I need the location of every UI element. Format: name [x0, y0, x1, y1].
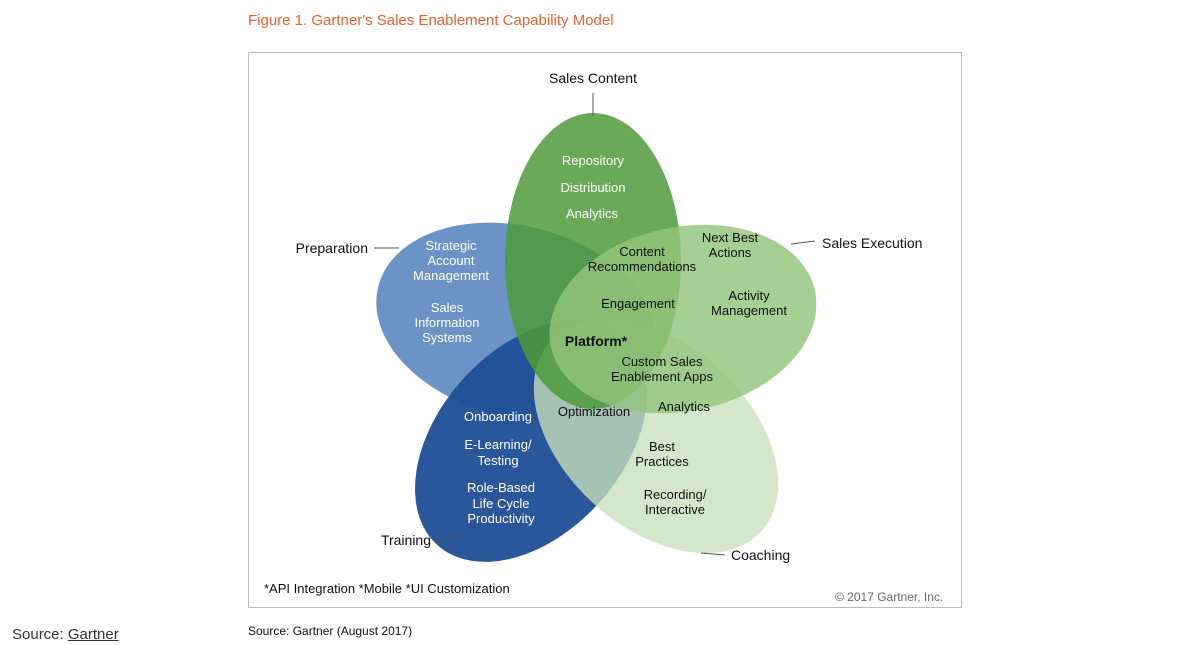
- source-caption: Source: Gartner (August 2017): [248, 624, 413, 638]
- label-training: Training: [381, 532, 431, 548]
- coaching-item: Interactive: [645, 502, 705, 517]
- leader-line-sales-execution: [790, 240, 816, 245]
- training-item: Testing: [477, 453, 518, 468]
- footnote: *API Integration *Mobile *UI Customizati…: [264, 581, 510, 596]
- preparation-item: Management: [413, 268, 489, 283]
- center-item: Enablement Apps: [611, 369, 713, 384]
- training-item: E-Learning/: [464, 437, 532, 452]
- petal-sales-execution: [549, 224, 817, 414]
- sales-content-item: Repository: [562, 153, 625, 168]
- figure-title: Figure 1. Gartner's Sales Enablement Cap…: [248, 12, 614, 29]
- center-item: Recommendations: [588, 259, 697, 274]
- label-sales-execution: Sales Execution: [822, 235, 922, 251]
- sales-execution-item: Actions: [709, 245, 752, 260]
- leader-line-coaching: [700, 552, 726, 556]
- training-item: Onboarding: [464, 409, 532, 424]
- source-attribution: Source: Gartner: [12, 626, 119, 643]
- preparation-item: Strategic: [425, 238, 477, 253]
- coaching-item: Practices: [635, 454, 689, 469]
- training-item: Role-Based: [467, 480, 535, 495]
- source-link[interactable]: Gartner: [67, 626, 119, 643]
- capability-model-diagram: Sales Content Sales Execution Preparatio…: [296, 70, 923, 563]
- preparation-item: Systems: [422, 330, 472, 345]
- center-item: Analytics: [658, 399, 711, 414]
- coaching-item: Recording/: [644, 487, 707, 502]
- training-item: Productivity: [467, 511, 535, 526]
- center-platform-label: Platform*: [565, 333, 628, 349]
- sales-execution-item: Activity: [728, 288, 770, 303]
- sales-execution-item: Next Best: [702, 230, 759, 245]
- center-item: Custom Sales: [622, 354, 703, 369]
- center-item: Engagement: [601, 296, 675, 311]
- coaching-item: Best: [649, 439, 675, 454]
- training-item: Life Cycle: [472, 496, 529, 511]
- source-prefix: Source:: [12, 626, 64, 643]
- preparation-item: Sales: [431, 300, 464, 315]
- label-coaching: Coaching: [731, 547, 790, 563]
- center-item: Optimization: [558, 404, 630, 419]
- sales-content-item: Distribution: [560, 180, 625, 195]
- copyright: © 2017 Gartner, Inc.: [835, 590, 944, 604]
- figure-frame: Sales Content Sales Execution Preparatio…: [248, 52, 962, 608]
- label-sales-content: Sales Content: [549, 70, 637, 86]
- sales-execution-item: Management: [711, 303, 787, 318]
- preparation-item: Information: [414, 315, 479, 330]
- leader-line-training: [434, 535, 462, 542]
- label-preparation: Preparation: [296, 240, 368, 256]
- preparation-item: Account: [428, 253, 475, 268]
- sales-content-item: Analytics: [566, 206, 619, 221]
- center-item: Content: [619, 244, 665, 259]
